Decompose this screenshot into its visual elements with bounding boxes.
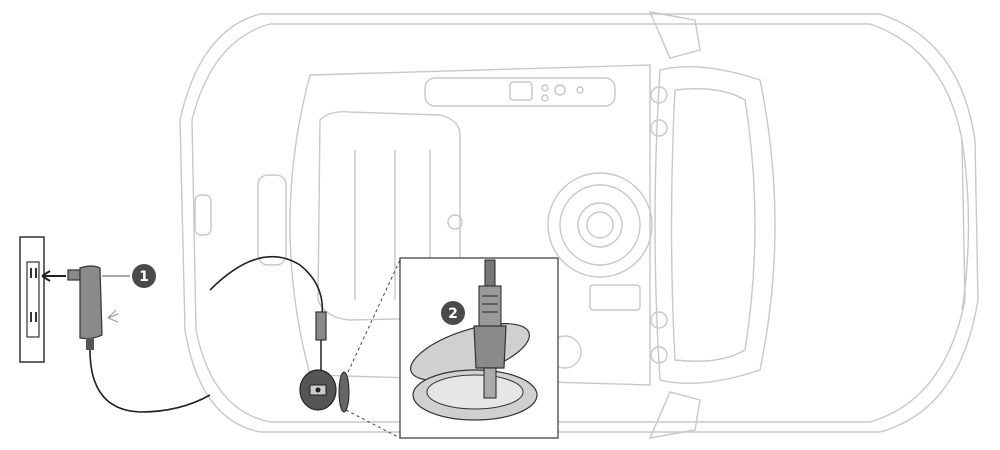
port-detail-inset bbox=[399, 257, 559, 439]
step-2-callout: 2 bbox=[441, 301, 465, 325]
step-1-number: 1 bbox=[139, 269, 149, 285]
charging-cable[interactable] bbox=[209, 255, 327, 380]
charging-port[interactable] bbox=[299, 369, 350, 413]
wall-outlet bbox=[19, 236, 45, 363]
step-1-callout: 1 bbox=[132, 264, 156, 288]
ride-on-car bbox=[179, 11, 979, 439]
step-2-number: 2 bbox=[448, 306, 458, 322]
power-adapter[interactable] bbox=[41, 265, 211, 413]
